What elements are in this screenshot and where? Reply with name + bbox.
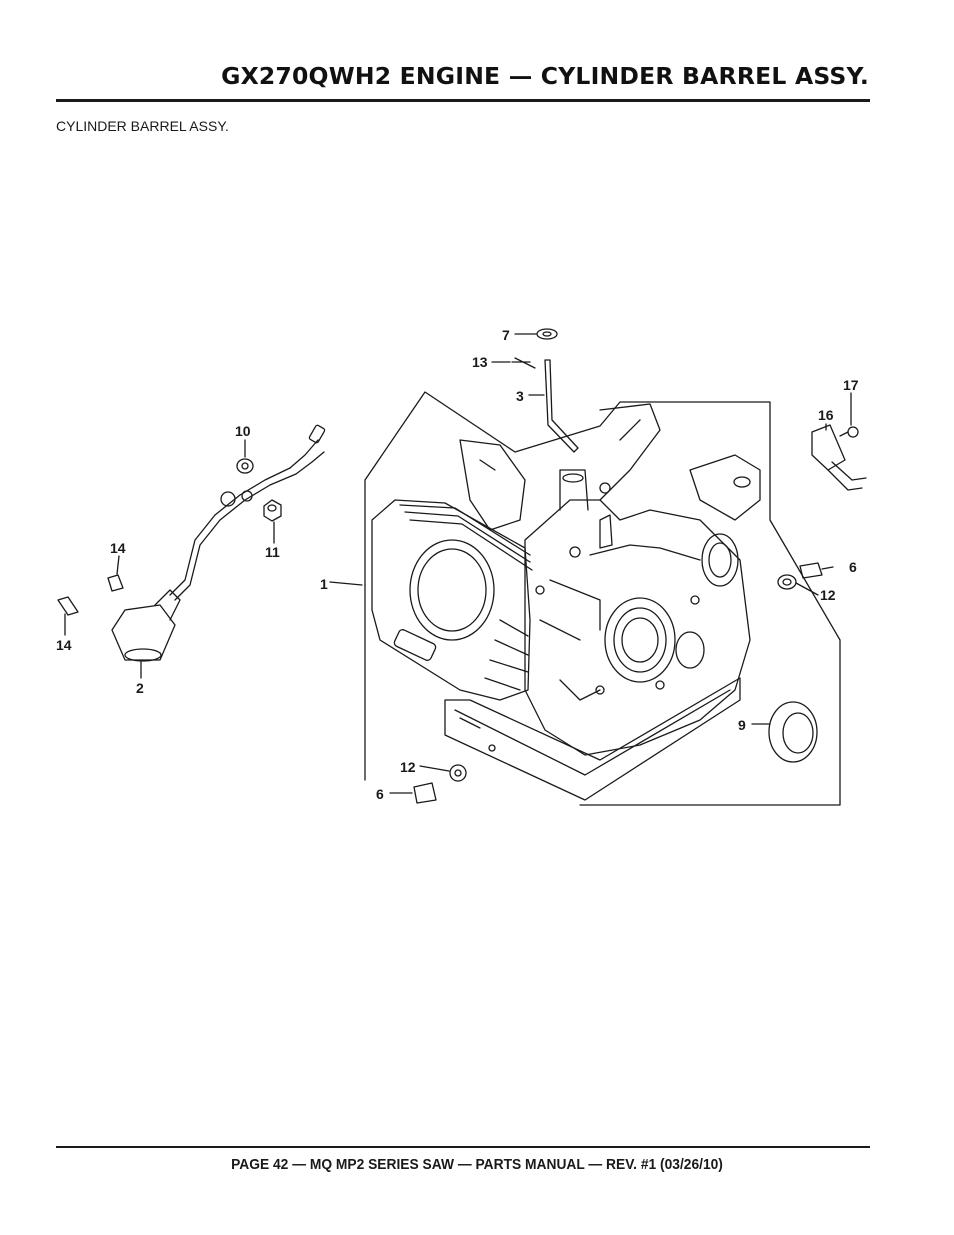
- callout-7: 7: [502, 327, 510, 343]
- part-2-wire: [169, 467, 291, 596]
- footer-rule: [56, 1146, 870, 1148]
- callout-9: 9: [738, 717, 746, 733]
- callout-14-upper: 14: [110, 540, 126, 556]
- part-6-bolt-bottom: [413, 782, 437, 804]
- page-footer: PAGE 42 — MQ MP2 SERIES SAW — PARTS MANU…: [231, 1156, 723, 1173]
- page-title: GX270QWH2 ENGINE — CYLINDER BARREL ASSY.: [221, 62, 869, 90]
- callout-17: 17: [843, 377, 859, 393]
- crankcase-body: [524, 499, 751, 756]
- callout-12-bottom: 12: [400, 759, 416, 775]
- part-14-screw-b: [57, 596, 79, 616]
- callout-14-lower: 14: [56, 637, 72, 653]
- part-16-bracket: [811, 424, 846, 471]
- part-3-rod: [544, 359, 579, 453]
- part-7-washer: [536, 328, 558, 340]
- callout-10: 10: [235, 423, 251, 439]
- part-12-washer-bottom: [449, 764, 467, 782]
- crankcase-base: [444, 677, 741, 801]
- callout-3: 3: [516, 388, 524, 404]
- part-12-washer-right: [777, 574, 797, 590]
- callout-6-bottom: 6: [376, 786, 384, 802]
- bearing-bore: [604, 597, 676, 683]
- assembly-outline: [364, 391, 841, 806]
- callout-6-right: 6: [849, 559, 857, 575]
- part-13-clip: [511, 357, 536, 369]
- callout-11: 11: [265, 544, 280, 560]
- callout-1: 1: [320, 576, 328, 592]
- part-9-oil-seal: [768, 701, 818, 763]
- callout-13: 13: [472, 354, 488, 370]
- part-11-nut: [263, 499, 282, 522]
- part-6-bolt-right: [799, 562, 823, 579]
- part-2-oil-switch: [111, 604, 176, 661]
- header-rule: [56, 99, 870, 102]
- callout-2: 2: [136, 680, 144, 696]
- part-14-screw-a: [107, 574, 124, 592]
- callout-16: 16: [818, 407, 834, 423]
- cylinder-block: [371, 499, 531, 701]
- section-subtitle: CYLINDER BARREL ASSY.: [56, 118, 229, 134]
- part-10-grommet: [236, 458, 254, 474]
- callout-12-right: 12: [820, 587, 836, 603]
